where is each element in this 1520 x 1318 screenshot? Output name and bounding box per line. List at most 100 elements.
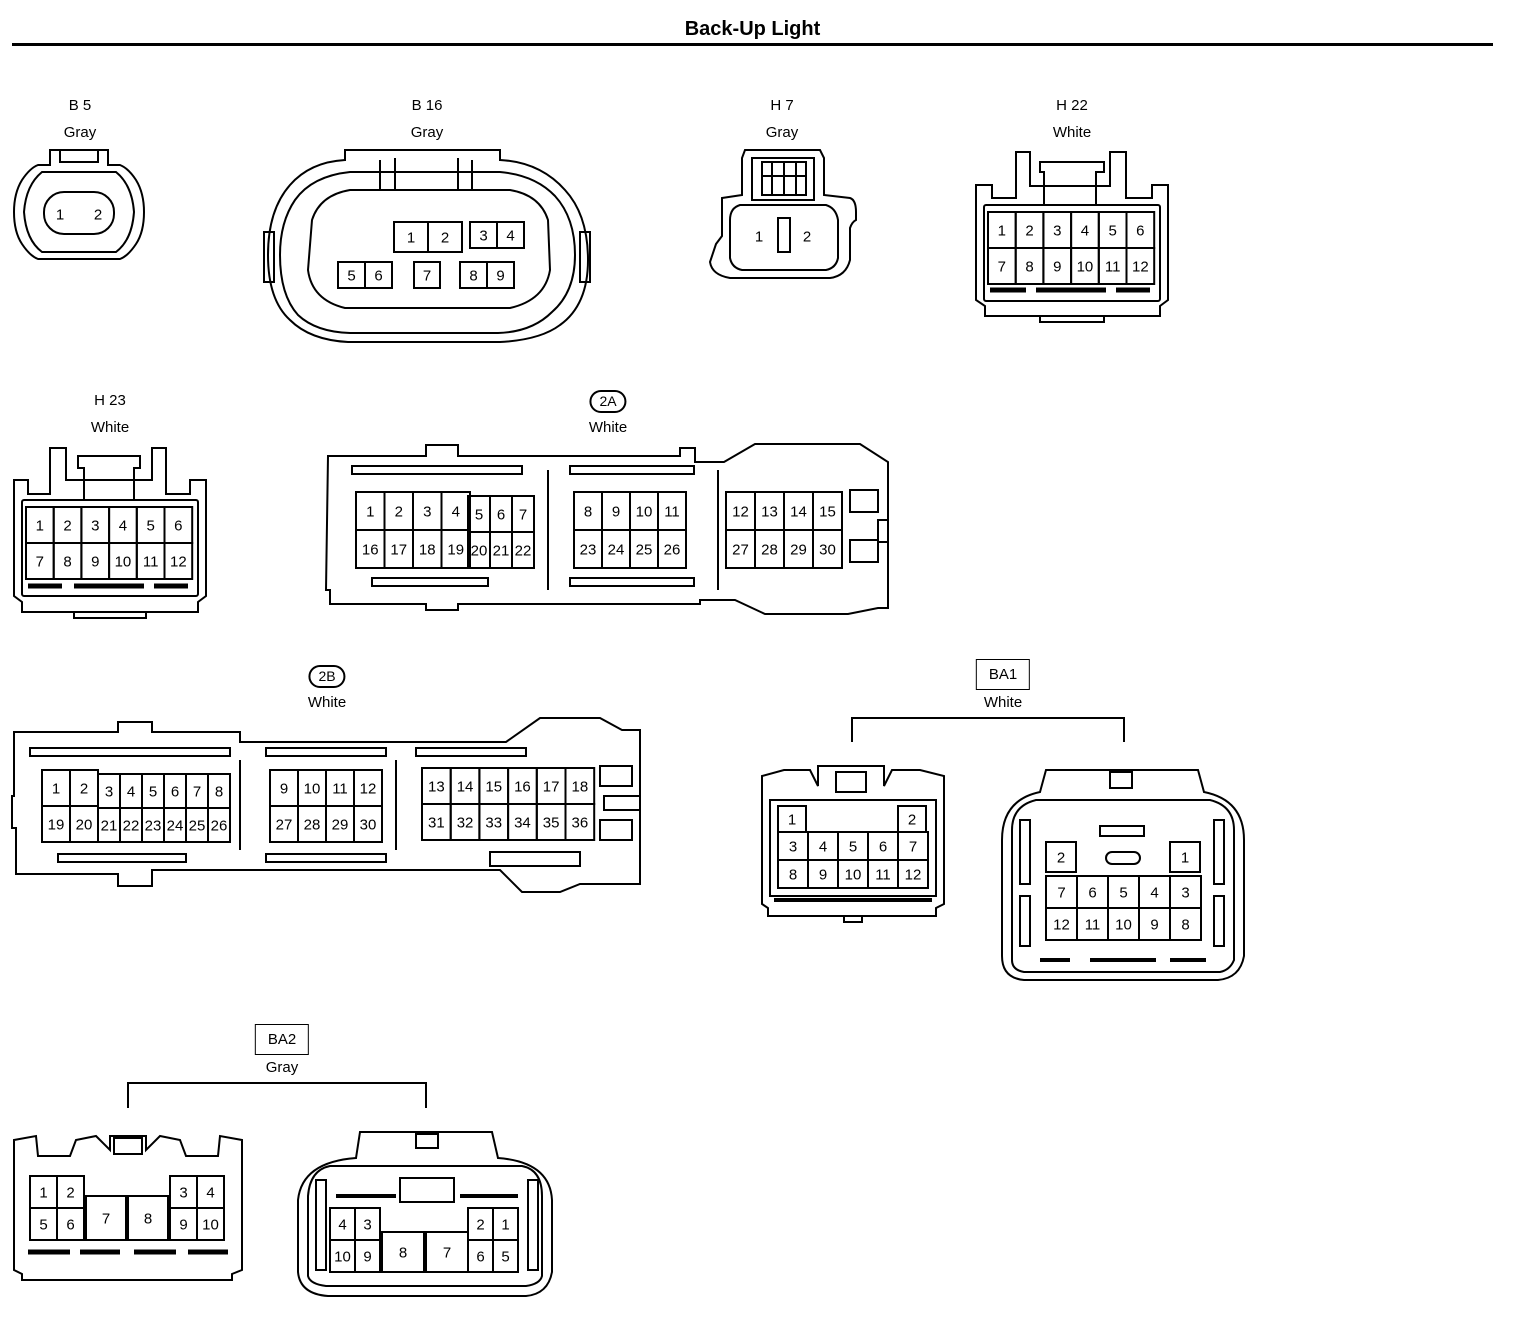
b16-pin-3: 3 xyxy=(469,221,498,249)
svg-text:4: 4 xyxy=(819,839,827,856)
c2b-pin-28: 28 xyxy=(297,805,327,843)
svg-text:26: 26 xyxy=(211,818,228,835)
c2b-pin-8: 8 xyxy=(207,773,231,809)
svg-text:13: 13 xyxy=(761,504,778,521)
ba2-right-pin-5: 5 xyxy=(492,1239,519,1273)
svg-text:5: 5 xyxy=(501,1249,509,1266)
c2b-pin-1: 1 xyxy=(41,769,71,807)
svg-text:6: 6 xyxy=(174,518,182,535)
svg-text:6: 6 xyxy=(374,268,382,285)
ba2-left-pin-5: 5 xyxy=(29,1207,58,1241)
svg-text:10: 10 xyxy=(334,1249,351,1266)
h7-pin-1: 1 xyxy=(755,229,763,246)
c2b-pin-34: 34 xyxy=(507,803,538,841)
ba2-right-pin-4: 4 xyxy=(329,1207,356,1241)
svg-text:9: 9 xyxy=(612,504,620,521)
title-rule xyxy=(12,43,1493,46)
h23-pin-9: 9 xyxy=(80,542,111,580)
c2b-pin-10: 10 xyxy=(297,769,327,807)
svg-text:1: 1 xyxy=(1181,850,1189,867)
ba1-right-pin-1: 1 xyxy=(1169,841,1201,873)
c2a-pin-7: 7 xyxy=(511,495,535,533)
h22-pin-9: 9 xyxy=(1042,247,1073,285)
svg-text:11: 11 xyxy=(1105,259,1121,276)
svg-text:5: 5 xyxy=(849,839,857,856)
c2a-pin-24: 24 xyxy=(601,529,631,569)
svg-text:2: 2 xyxy=(441,230,449,247)
c2a-pin-5: 5 xyxy=(467,495,491,533)
svg-text:5: 5 xyxy=(39,1217,47,1234)
svg-text:5: 5 xyxy=(1108,223,1116,240)
c2b-pin-9: 9 xyxy=(269,769,299,807)
svg-text:5: 5 xyxy=(146,518,154,535)
c2a-code: 2A xyxy=(589,390,627,413)
svg-text:6: 6 xyxy=(1136,223,1144,240)
c2b-pin-31: 31 xyxy=(421,803,452,841)
svg-text:29: 29 xyxy=(332,817,349,834)
h22-pin-11: 11 xyxy=(1097,247,1128,285)
ba1-code: BA1 xyxy=(975,659,1031,690)
b16-pin-7: 7 xyxy=(413,261,441,289)
ba2-left-pin-8: 8 xyxy=(127,1195,169,1241)
c2a-pin-22: 22 xyxy=(511,531,535,569)
svg-text:6: 6 xyxy=(476,1249,484,1266)
c2b-pin-20: 20 xyxy=(69,805,99,843)
h22-pin-10: 10 xyxy=(1070,247,1100,285)
c2b-pin-4: 4 xyxy=(119,773,143,809)
page-title: Back-Up Light xyxy=(684,18,821,40)
svg-text:7: 7 xyxy=(423,268,431,285)
svg-text:7: 7 xyxy=(36,554,44,571)
ba2-left-pin-1: 1 xyxy=(29,1175,58,1209)
b16-pin-8: 8 xyxy=(459,261,488,289)
svg-text:4: 4 xyxy=(206,1185,214,1202)
svg-text:15: 15 xyxy=(485,779,502,796)
h22-code: H 22 xyxy=(1056,97,1088,114)
svg-text:21: 21 xyxy=(101,818,118,835)
b16-connector xyxy=(263,149,591,343)
svg-text:1: 1 xyxy=(36,518,44,535)
svg-text:5: 5 xyxy=(149,784,157,801)
svg-text:30: 30 xyxy=(360,817,377,834)
svg-text:9: 9 xyxy=(496,268,504,285)
svg-text:17: 17 xyxy=(390,542,407,559)
svg-text:1: 1 xyxy=(755,229,763,246)
c2a-color: White xyxy=(588,419,628,436)
svg-text:2: 2 xyxy=(63,518,71,535)
ba1-left-pin-9: 9 xyxy=(807,859,839,889)
b16-pin-1: 1 xyxy=(393,221,429,253)
c2a-pin-15: 15 xyxy=(812,491,843,531)
svg-text:8: 8 xyxy=(1181,917,1189,934)
svg-text:3: 3 xyxy=(423,504,431,521)
svg-text:4: 4 xyxy=(127,784,135,801)
svg-text:28: 28 xyxy=(304,817,321,834)
ba2-right-pin-3: 3 xyxy=(354,1207,381,1241)
c2b-pin-25: 25 xyxy=(185,807,209,843)
h22-pin-3: 3 xyxy=(1042,211,1073,249)
svg-text:4: 4 xyxy=(1150,885,1158,902)
ba2-left-pin-4: 4 xyxy=(196,1175,225,1209)
ba1-right-pin-4: 4 xyxy=(1138,875,1171,909)
c2b-pin-24: 24 xyxy=(163,807,187,843)
svg-text:21: 21 xyxy=(493,543,510,560)
ba2-color: Gray xyxy=(265,1059,299,1076)
ba2-left-pin-6: 6 xyxy=(56,1207,85,1241)
c2a-pin-29: 29 xyxy=(783,529,814,569)
b5-pin-2: 2 xyxy=(94,207,102,224)
svg-text:14: 14 xyxy=(457,779,474,796)
ba2-code: BA2 xyxy=(254,1024,310,1055)
c2b-pin-26: 26 xyxy=(207,807,231,843)
svg-text:9: 9 xyxy=(363,1249,371,1266)
ba1-right-pin-5: 5 xyxy=(1107,875,1140,909)
c2a-pin-14: 14 xyxy=(783,491,814,531)
c2b-pin-21: 21 xyxy=(97,807,121,843)
c2a-pin-28: 28 xyxy=(754,529,785,569)
svg-text:10: 10 xyxy=(636,504,653,521)
svg-text:27: 27 xyxy=(732,542,749,559)
svg-text:1: 1 xyxy=(788,812,796,829)
c2b-pin-35: 35 xyxy=(535,803,567,841)
c2a-pin-26: 26 xyxy=(657,529,687,569)
svg-text:7: 7 xyxy=(519,507,527,524)
h22-pin-4: 4 xyxy=(1070,211,1100,249)
svg-text:26: 26 xyxy=(664,542,681,559)
